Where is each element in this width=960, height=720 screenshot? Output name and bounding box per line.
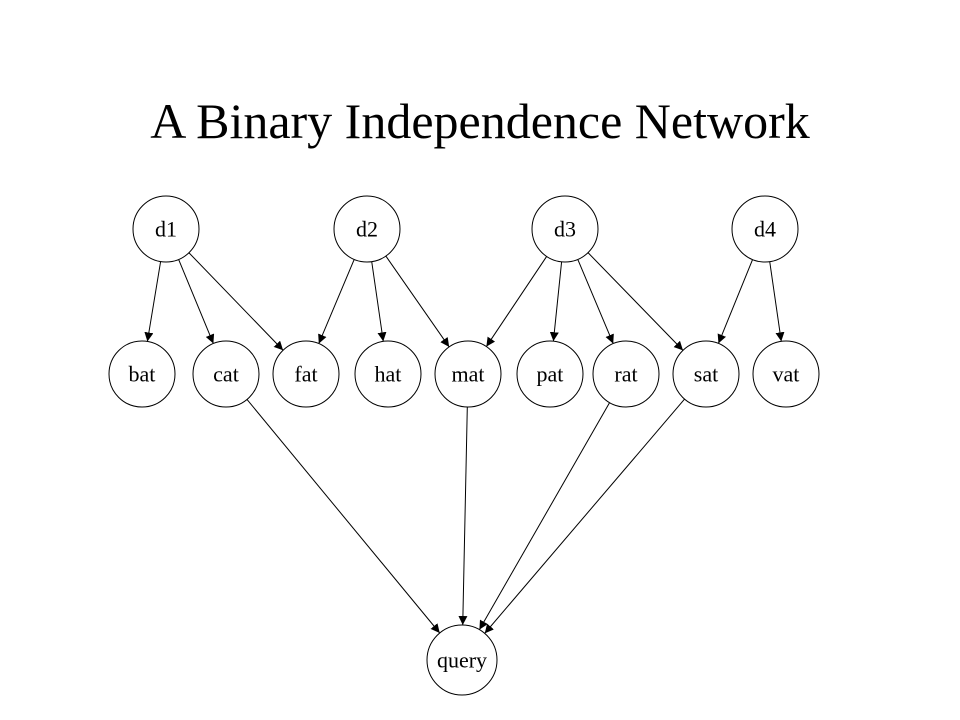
node-fat: fat xyxy=(272,340,340,408)
edge-sat-to-query xyxy=(484,398,685,634)
node-label-rat: rat xyxy=(614,362,637,387)
node-label-pat: pat xyxy=(537,362,564,387)
node-label-bat: bat xyxy=(129,362,156,387)
edge-d3-to-rat xyxy=(577,259,614,344)
node-hat: hat xyxy=(354,340,422,408)
node-d3: d3 xyxy=(531,195,599,263)
node-mat: mat xyxy=(434,340,502,408)
edge-d1-to-cat xyxy=(178,259,215,344)
node-d1: d1 xyxy=(132,195,200,263)
node-vat: vat xyxy=(752,340,820,408)
node-bat: bat xyxy=(108,340,176,408)
edge-cat-to-query xyxy=(246,399,441,634)
node-d2: d2 xyxy=(333,195,401,263)
node-cat: cat xyxy=(192,340,260,408)
edge-d3-to-sat xyxy=(587,252,684,351)
node-label-d4: d4 xyxy=(754,217,776,242)
node-label-cat: cat xyxy=(213,362,239,387)
edge-d1-to-bat xyxy=(144,261,162,342)
node-sat: sat xyxy=(672,340,740,408)
node-label-d1: d1 xyxy=(155,217,177,242)
diagram-title: A Binary Independence Network xyxy=(150,93,810,149)
node-label-fat: fat xyxy=(294,362,317,387)
node-d4: d4 xyxy=(731,195,799,263)
edge-mat-to-query xyxy=(458,406,468,626)
edge-d2-to-hat xyxy=(371,261,387,342)
node-label-d2: d2 xyxy=(356,217,378,242)
edge-d2-to-mat xyxy=(385,255,450,348)
edge-d2-to-fat xyxy=(318,259,355,344)
node-label-mat: mat xyxy=(452,362,485,387)
node-query: query xyxy=(426,624,498,696)
nodes-layer: d1 d2 d3 d4 bat cat fat hat xyxy=(108,195,820,696)
edge-d4-to-sat xyxy=(717,259,754,344)
node-rat: rat xyxy=(592,340,660,408)
edge-d3-to-pat xyxy=(549,261,563,342)
edge-rat-to-query xyxy=(478,402,611,630)
node-label-vat: vat xyxy=(773,362,800,387)
edge-d1-to-fat xyxy=(188,252,284,351)
node-label-sat: sat xyxy=(694,362,718,387)
edge-d3-to-mat xyxy=(485,256,548,347)
edges-layer xyxy=(144,252,785,634)
node-label-hat: hat xyxy=(375,362,402,387)
node-label-query: query xyxy=(437,648,487,673)
node-label-d3: d3 xyxy=(554,217,576,242)
node-pat: pat xyxy=(516,340,584,408)
edge-d4-to-vat xyxy=(769,261,785,342)
